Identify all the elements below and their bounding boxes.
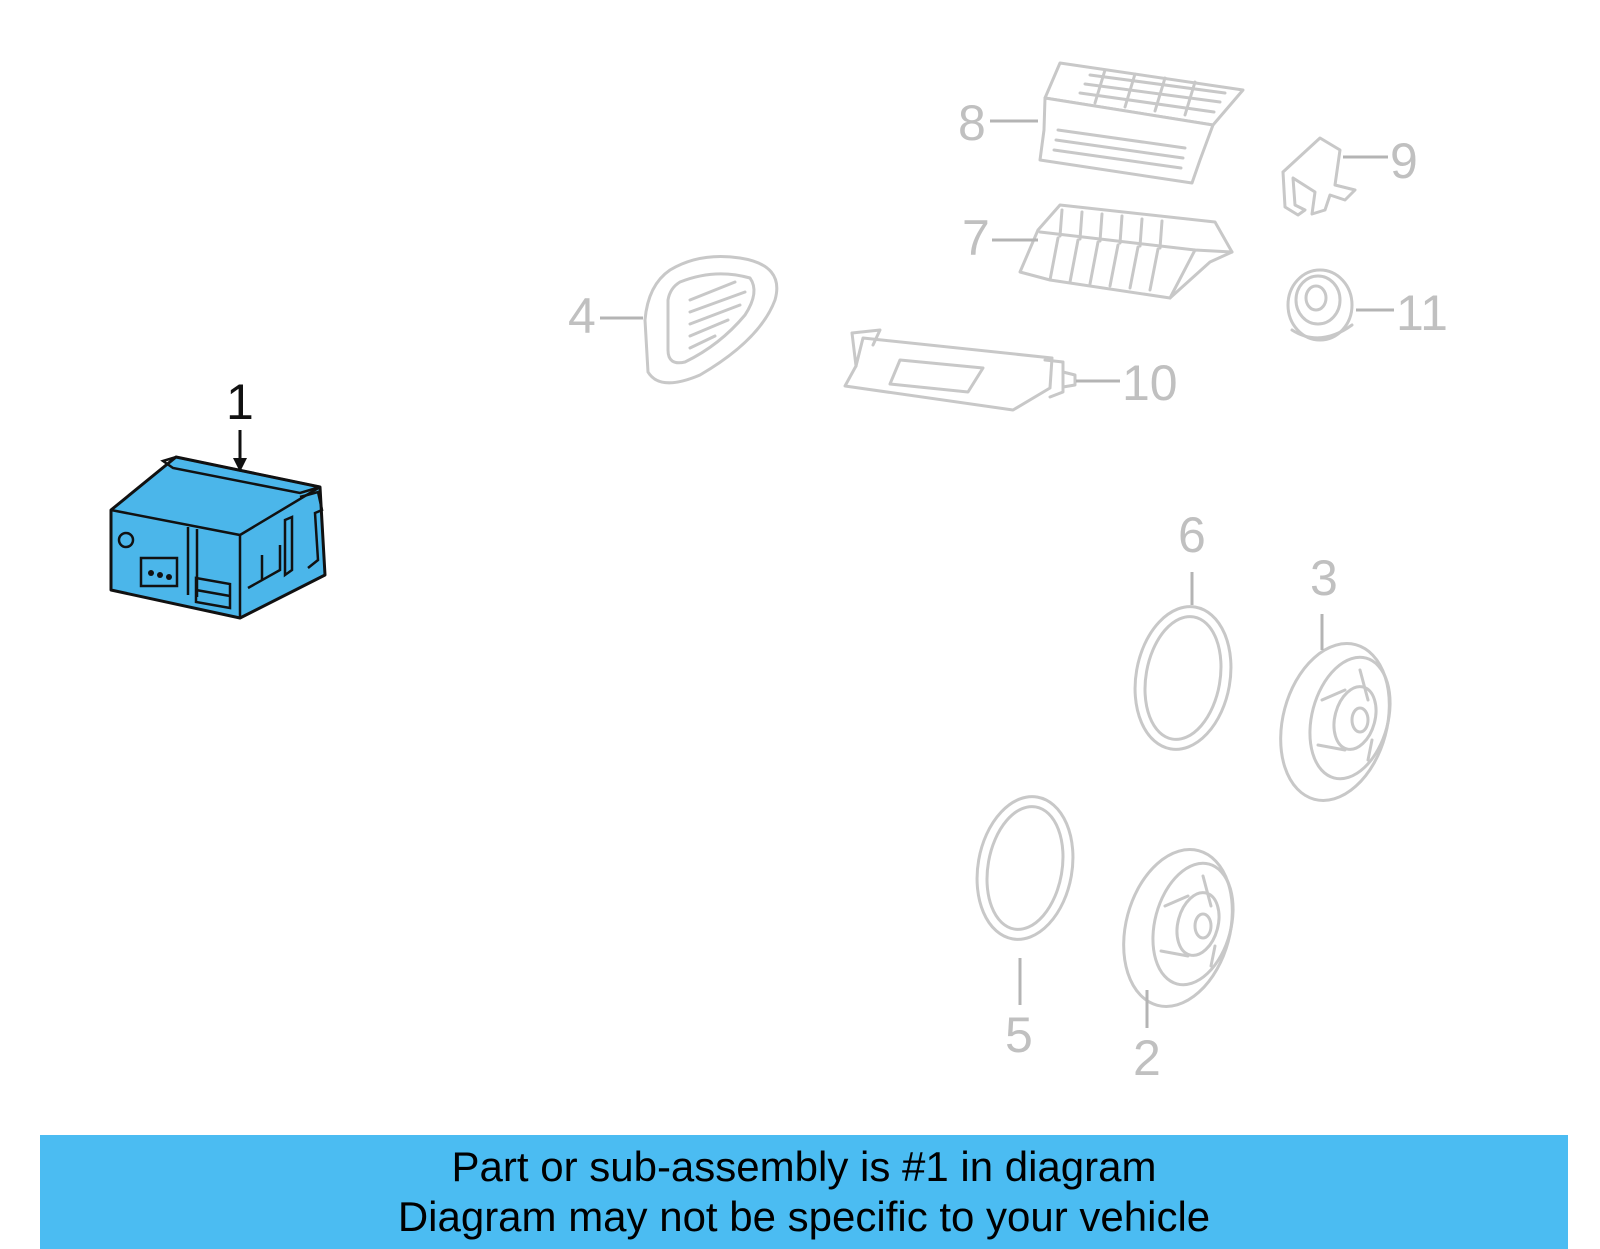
banner-line-1: Part or sub-assembly is #1 in diagram bbox=[451, 1143, 1157, 1190]
part-1-module-highlighted[interactable] bbox=[109, 455, 327, 620]
part-4-speaker-grille[interactable] bbox=[643, 255, 779, 385]
part-8-vent-grille[interactable] bbox=[1038, 61, 1245, 185]
callout-11-label: 11 bbox=[1396, 285, 1448, 341]
callout-5-label: 5 bbox=[1005, 1007, 1033, 1063]
info-banner: Part or sub-assembly is #1 in diagram Di… bbox=[40, 1135, 1568, 1249]
callout-7-label: 7 bbox=[962, 210, 990, 266]
callout-1-label: 1 bbox=[226, 374, 254, 430]
callout-9-label: 9 bbox=[1390, 133, 1418, 189]
part-6-gasket-ring[interactable] bbox=[1124, 599, 1242, 757]
part-2-speaker[interactable] bbox=[1107, 837, 1249, 1018]
callout-10-label: 10 bbox=[1122, 355, 1178, 411]
part-10-mounting-tray[interactable] bbox=[843, 328, 1077, 412]
callout-3-label: 3 bbox=[1310, 550, 1338, 606]
part-7-amplifier[interactable] bbox=[1018, 203, 1234, 300]
part-9-bracket[interactable] bbox=[1281, 136, 1357, 217]
callout-4-label: 4 bbox=[568, 288, 596, 344]
callout-2-label: 2 bbox=[1133, 1030, 1161, 1086]
callout-8-label: 8 bbox=[958, 95, 986, 151]
part-3-speaker[interactable] bbox=[1264, 631, 1406, 812]
part-5-gasket-ring[interactable] bbox=[966, 789, 1084, 947]
banner-line-2: Diagram may not be specific to your vehi… bbox=[397, 1193, 1211, 1240]
callout-6-label: 6 bbox=[1178, 507, 1206, 563]
callout-1-arrowhead bbox=[233, 458, 247, 472]
part-11-tweeter[interactable] bbox=[1286, 268, 1354, 342]
